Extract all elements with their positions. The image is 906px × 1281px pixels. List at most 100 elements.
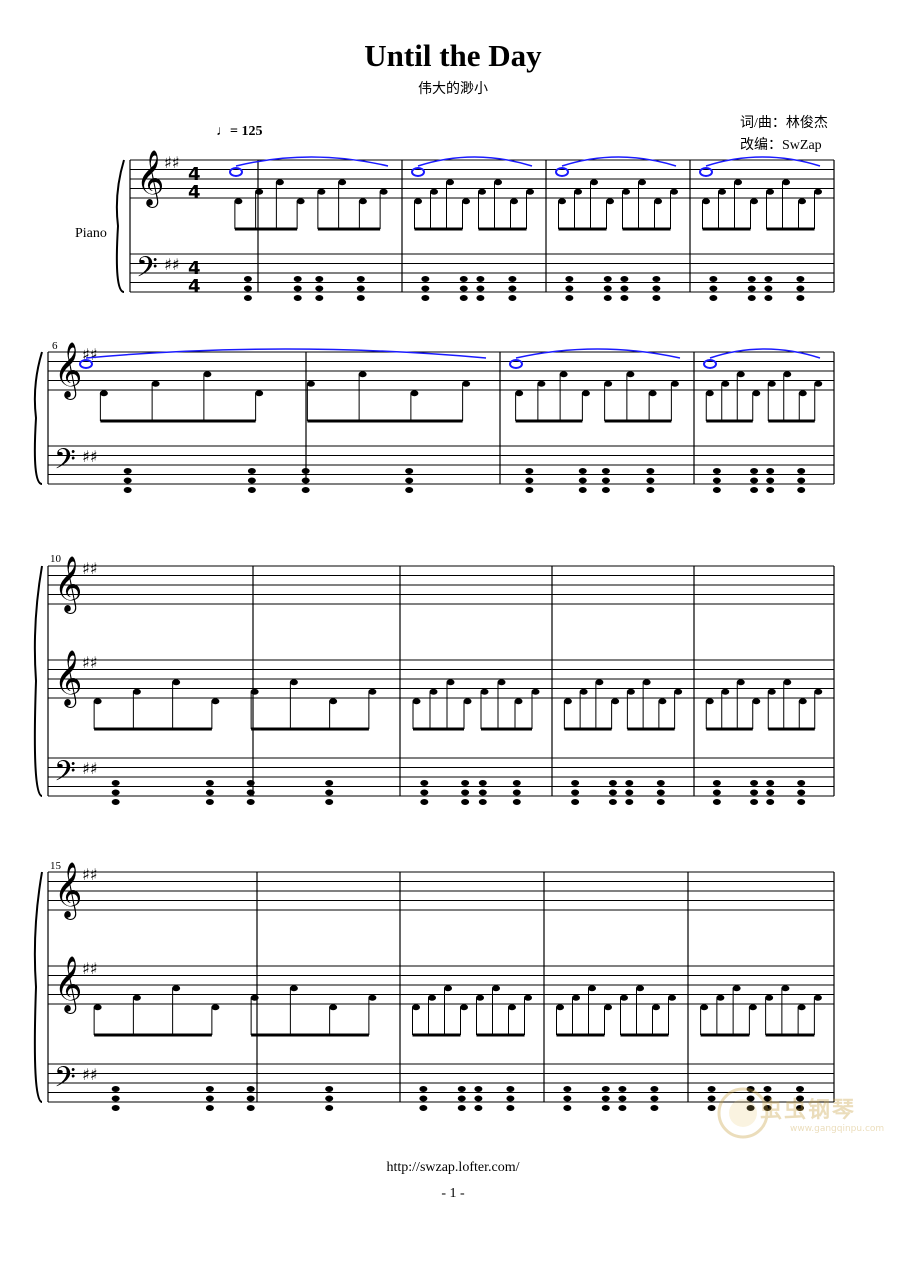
key-signature-icon: ♯♯ (82, 653, 97, 672)
note-head (428, 994, 436, 1001)
chord-note (571, 799, 580, 805)
note-head (574, 188, 582, 195)
chord-note (797, 799, 806, 805)
note-head (368, 994, 377, 1001)
chord-note (508, 285, 517, 292)
watermark-url: www.gangqinpu.com (790, 1124, 885, 1134)
chord-note (750, 799, 759, 805)
chord-note (565, 295, 574, 301)
chord-note (325, 1105, 334, 1111)
time-signature: 4 (188, 276, 201, 297)
chord-note (747, 285, 756, 292)
staff-lines (48, 159, 834, 1103)
note-head (559, 371, 568, 378)
note-head (275, 179, 284, 186)
chord-note (709, 295, 718, 301)
slur (85, 348, 487, 359)
note-head (783, 371, 792, 378)
treble-clef-icon: 𝄞 (54, 650, 82, 708)
treble-clef-icon: 𝄞 (54, 862, 82, 920)
chord-note (356, 285, 365, 292)
key-signature-icon: ♯♯ (164, 255, 179, 274)
slur (705, 156, 821, 167)
note-head (234, 198, 243, 205)
key-signature-icon: ♯♯ (82, 1065, 97, 1084)
chord-note (608, 780, 617, 786)
system-braces (33, 159, 125, 1103)
note-head (781, 985, 790, 992)
chord-note (123, 477, 132, 484)
chord-note (246, 780, 255, 786)
note-head (358, 198, 367, 205)
chord-note (603, 295, 612, 301)
chord-note (315, 285, 324, 292)
chord-note (796, 1095, 804, 1102)
note-head (798, 390, 807, 397)
chord-note (525, 477, 534, 484)
chord-note (625, 799, 634, 805)
chord-note (601, 1086, 610, 1092)
chord-note (246, 1105, 255, 1111)
note-head (783, 679, 792, 686)
note-head (99, 390, 108, 397)
chord-note (301, 487, 310, 493)
note-head (798, 698, 807, 705)
chord-note (620, 285, 629, 292)
chord-note (506, 1095, 515, 1102)
chord-note (712, 468, 721, 474)
chord-note (474, 1105, 483, 1111)
chord-note (325, 799, 334, 805)
chord-note (746, 1105, 755, 1111)
note-head (93, 698, 102, 705)
chord-note (205, 780, 214, 786)
chord-note (709, 276, 718, 282)
note-head (636, 985, 644, 992)
chord-note (625, 780, 634, 786)
chord-note (750, 477, 759, 484)
chord-note (525, 487, 534, 493)
note-head (329, 1004, 338, 1011)
footer-url[interactable]: http://swzap.lofter.com/ (386, 1160, 520, 1175)
chord-note (578, 477, 587, 484)
chord-note (506, 1086, 515, 1092)
chord-note (457, 1095, 466, 1102)
chord-note (111, 789, 120, 796)
chord-note (476, 276, 485, 282)
chord-note (712, 487, 721, 493)
chord-note (601, 477, 610, 484)
note-head (537, 380, 546, 387)
chord-note (356, 276, 365, 282)
chord-note (247, 477, 256, 484)
chord-note (766, 780, 775, 786)
chord-note (476, 295, 485, 301)
note-head (670, 380, 679, 387)
note-head (752, 390, 761, 397)
chord-note (565, 276, 574, 282)
score-title: Until the Day (364, 38, 542, 73)
note-head (642, 679, 651, 686)
note-head (604, 380, 613, 387)
note-head (250, 994, 259, 1001)
note-head (446, 679, 455, 686)
key-signature-icon: ♯♯ (82, 759, 97, 778)
chord-note (420, 799, 429, 805)
time-signature: 4 (188, 164, 201, 185)
note-head (814, 688, 823, 695)
melody-note (411, 167, 425, 177)
note-head (412, 1004, 420, 1011)
chord-note (459, 276, 468, 282)
note-head (476, 994, 484, 1001)
chord-note (405, 468, 414, 474)
chord-note (764, 295, 773, 301)
note-head (579, 688, 588, 695)
note-head (705, 698, 714, 705)
chord-note (763, 1086, 772, 1092)
chord-note (421, 285, 430, 292)
note-head (700, 1004, 709, 1011)
note-head (767, 688, 776, 695)
chord-note (646, 468, 655, 474)
chord-note (512, 789, 521, 796)
chord-note (563, 1086, 572, 1092)
credit-arranger: 改编：SwZap (740, 138, 822, 153)
